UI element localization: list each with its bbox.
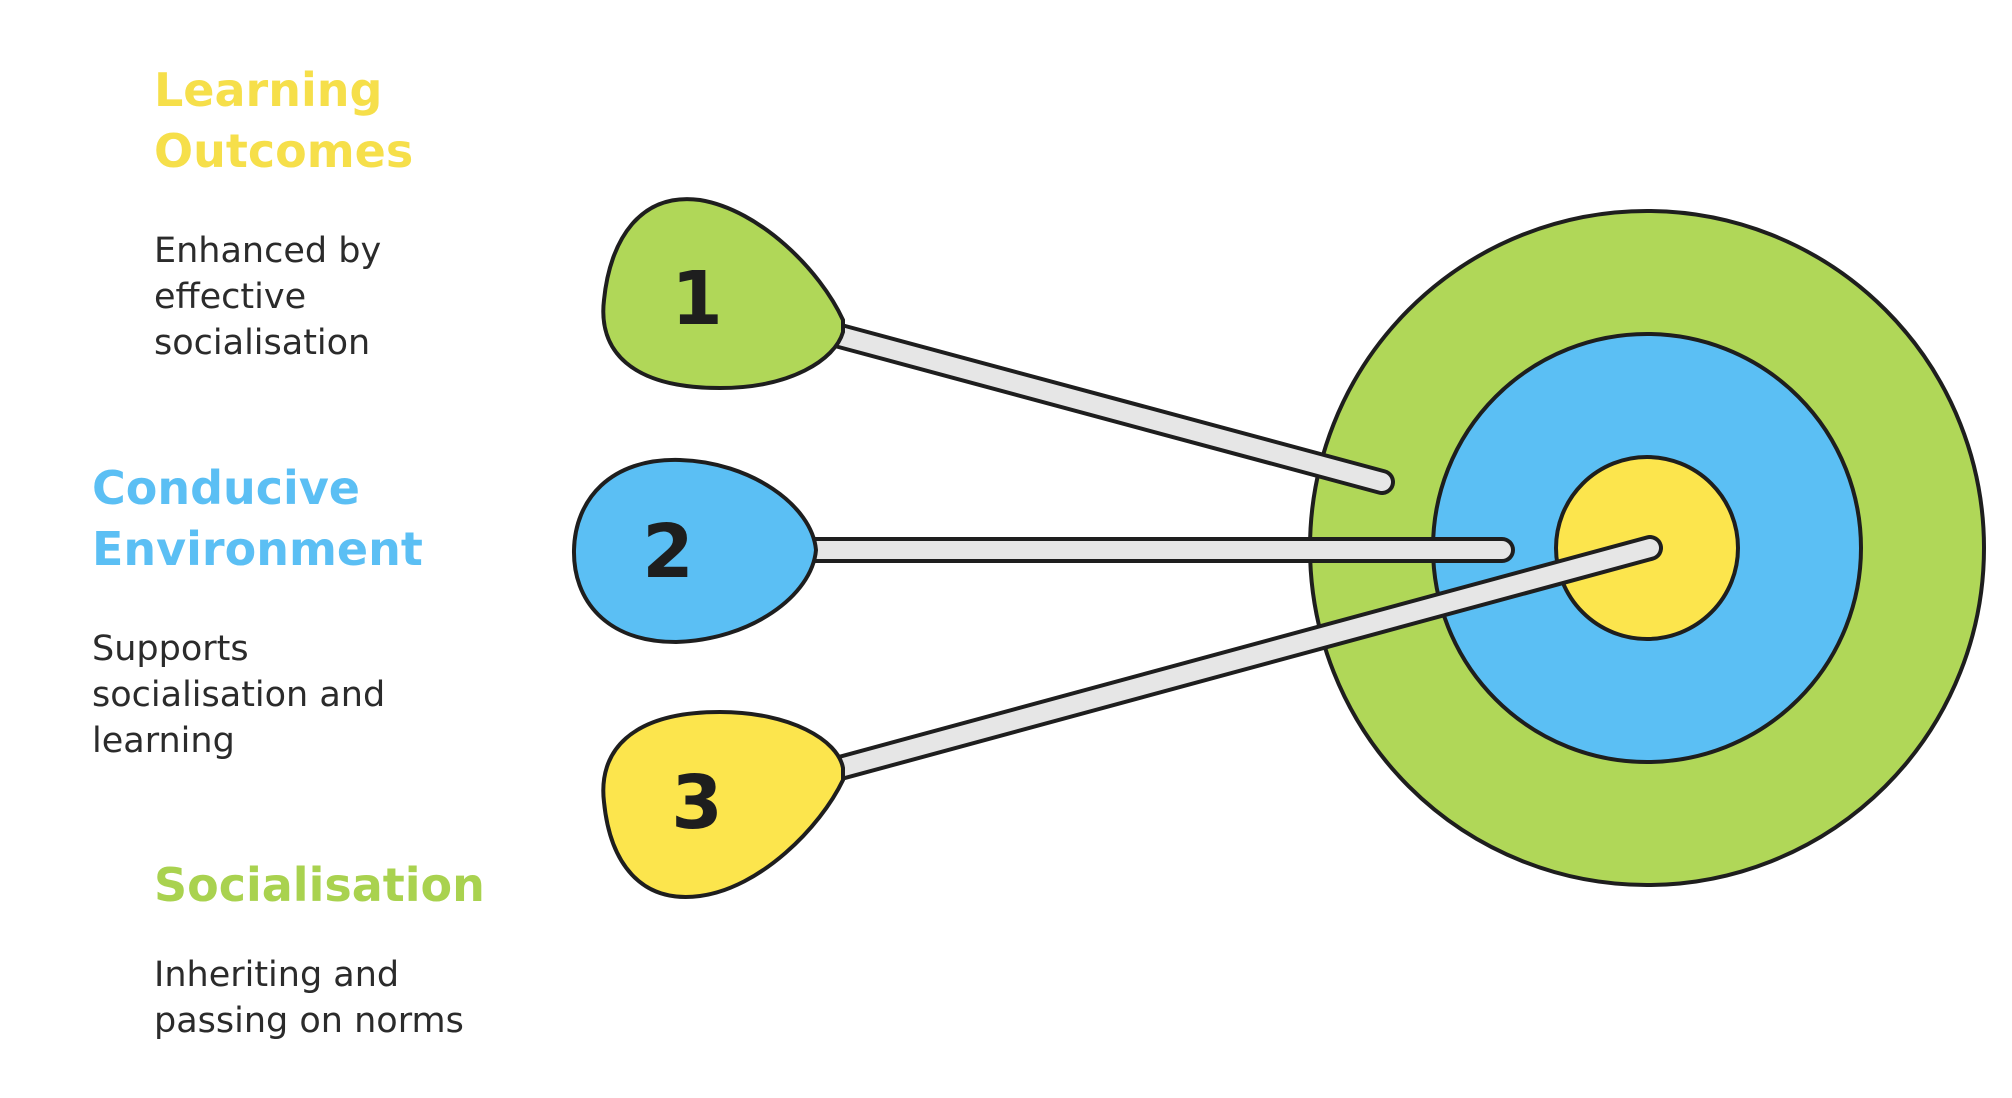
label-title-2: Conducive Environment (92, 461, 423, 576)
label-block-learning-outcomes: Learning Outcomes Enhanced by effective … (154, 60, 584, 366)
arrow-3-number: 3 (671, 760, 723, 846)
arrow-1-head (601, 197, 845, 391)
arrow-1-number: 1 (671, 256, 723, 342)
arrow-2-number: 2 (642, 509, 694, 595)
label-description-3: Inheriting and passing on norms (154, 955, 464, 1041)
label-title-1: Learning Outcomes (154, 63, 414, 178)
arrow-1-shaft (827, 323, 1395, 495)
label-title-3: Socialisation (154, 858, 485, 912)
arrow-3-head (601, 709, 845, 899)
arrow-2-head (571, 457, 819, 645)
label-block-socialisation: Socialisation Inheriting and passing on … (154, 855, 584, 1044)
label-description-2: Supports socialisation and learning (92, 629, 386, 761)
arrow-3-shaft (827, 535, 1663, 781)
label-block-conducive-environment: Conducive Environment Supports socialisa… (92, 458, 522, 764)
label-description-1: Enhanced by effective socialisation (154, 231, 382, 363)
